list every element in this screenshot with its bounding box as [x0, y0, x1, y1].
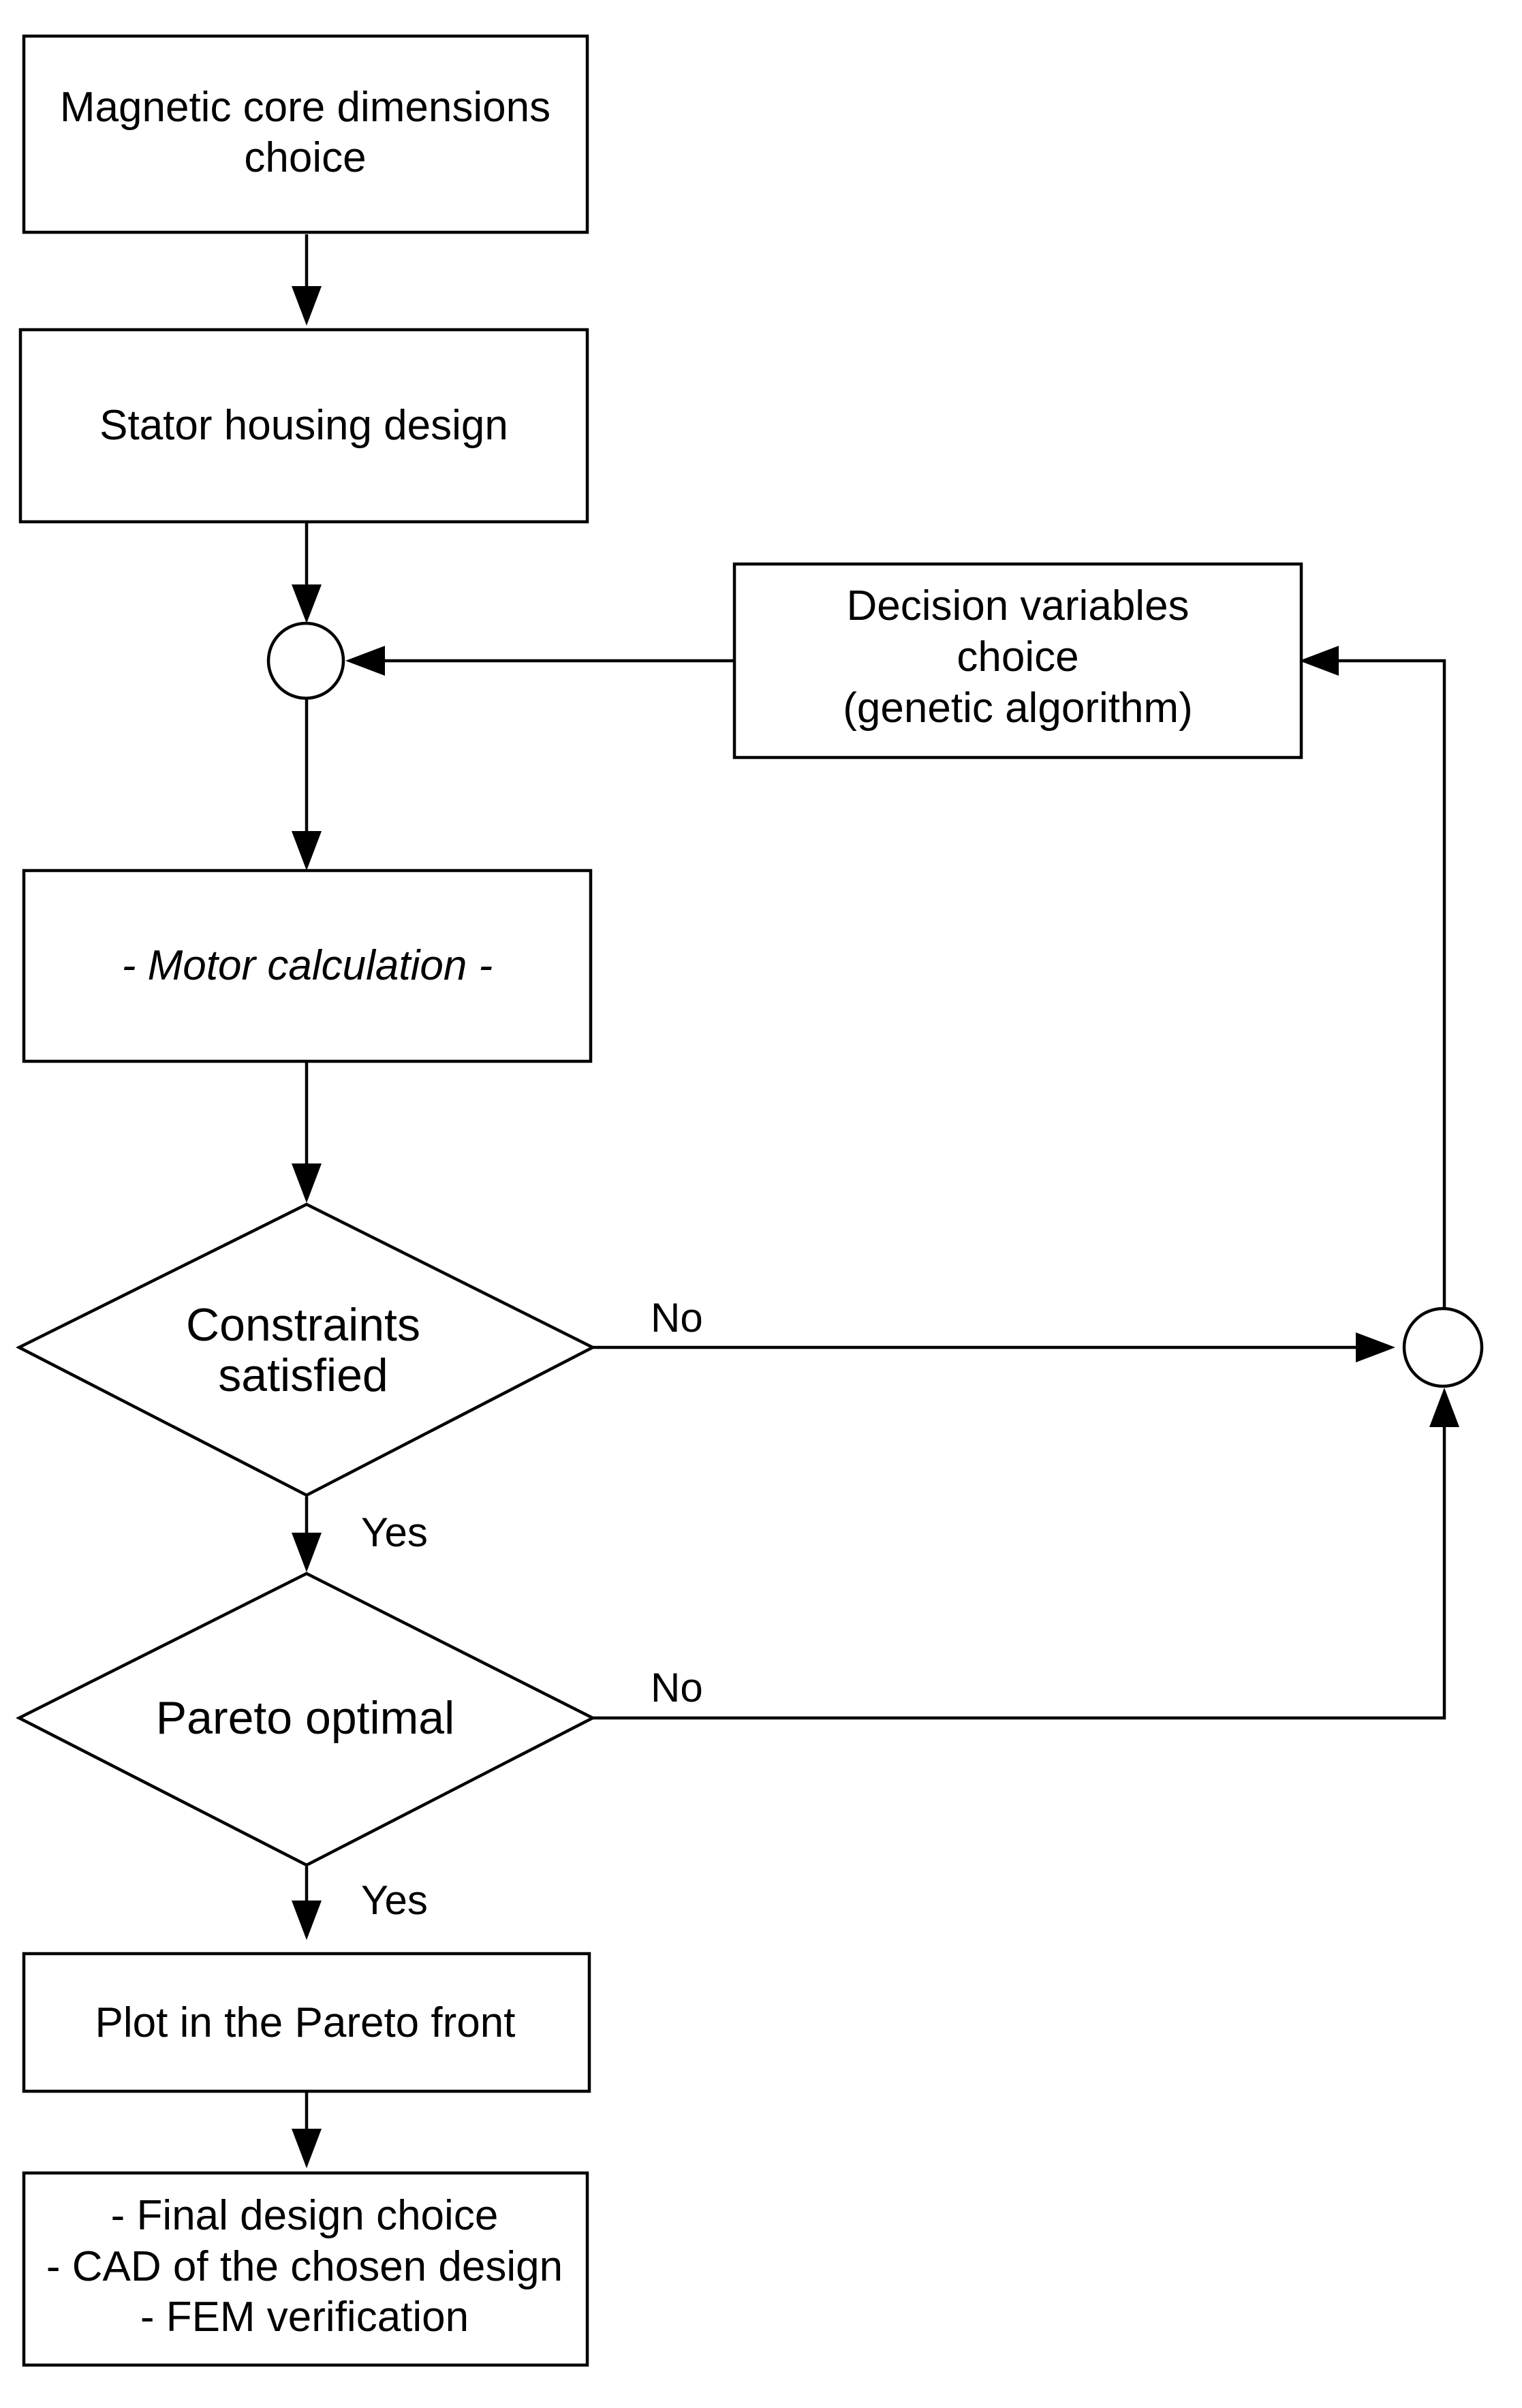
- node-motor-calculation: - Motor calculation -: [22, 869, 593, 1063]
- edge-pareto-no: [593, 1427, 1446, 1720]
- arrowhead-left-icon: [1299, 646, 1339, 676]
- node-constraints-line1: Constraints: [186, 1299, 420, 1351]
- node-stator-housing: Stator housing design: [18, 328, 589, 524]
- node-magnetic-core-line1: Magnetic core dimensions: [60, 84, 550, 131]
- arrowhead-up-icon: [1429, 1388, 1459, 1427]
- node-pareto-decision: Pareto optimal: [16, 1572, 596, 1867]
- node-decision-variables-line3: (genetic algorithm): [843, 685, 1192, 732]
- node-final-design-line2: - CAD of the chosen design: [46, 2243, 563, 2290]
- node-decision-variables: Decision variables choice (genetic algor…: [732, 562, 1303, 760]
- node-decision-variables-line1: Decision variables: [846, 582, 1189, 629]
- node-final-design-line3: - FEM verification: [140, 2294, 469, 2341]
- junction-merge: [266, 621, 345, 700]
- arrowhead-down-icon: [292, 1533, 322, 1572]
- edge-label-constraints-no: No: [651, 1295, 703, 1341]
- arrowhead-down-icon: [292, 1901, 322, 1940]
- arrowhead-down-icon: [292, 831, 322, 871]
- edge-junction-to-decision: [1339, 659, 1446, 1308]
- node-final-design: - Final design choice - CAD of the chose…: [22, 2171, 589, 2367]
- node-magnetic-core-line2: choice: [244, 134, 366, 181]
- node-pareto-line1: Pareto optimal: [156, 1692, 454, 1744]
- arrowhead-right-icon: [1356, 1332, 1395, 1362]
- edge-label-pareto-yes: Yes: [361, 1877, 428, 1923]
- node-plot-pareto: Plot in the Pareto front: [22, 1952, 591, 2093]
- node-final-design-line1: - Final design choice: [111, 2192, 499, 2239]
- arrowhead-down-icon: [292, 2129, 322, 2168]
- junction-right: [1402, 1307, 1484, 1388]
- node-magnetic-core: Magnetic core dimensions choice: [22, 34, 589, 234]
- node-decision-variables-line2: choice: [957, 634, 1078, 681]
- edge-label-constraints-yes: Yes: [361, 1510, 428, 1555]
- arrowhead-down-icon: [292, 1163, 322, 1203]
- edges: [292, 234, 1459, 2168]
- arrowhead-down-icon: [292, 286, 322, 326]
- node-motor-calculation-line1: - Motor calculation -: [122, 942, 493, 989]
- node-stator-housing-line1: Stator housing design: [99, 402, 508, 449]
- arrowhead-down-icon: [292, 584, 322, 623]
- node-constraints-decision: Constraints satisfied: [16, 1202, 596, 1497]
- arrowhead-left-icon: [345, 646, 385, 676]
- edge-label-pareto-no: No: [651, 1665, 703, 1710]
- node-plot-pareto-line1: Plot in the Pareto front: [95, 1999, 516, 2046]
- node-constraints-line2: satisfied: [218, 1349, 388, 1401]
